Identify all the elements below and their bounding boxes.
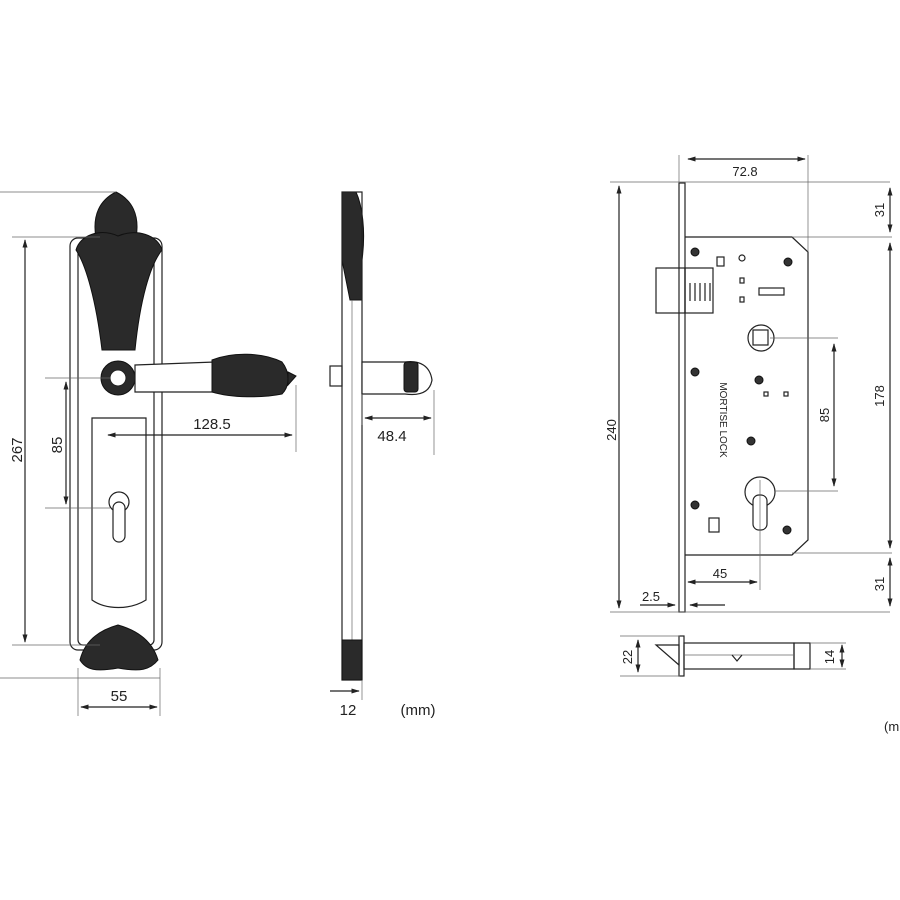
dim-bottom-offset-label: 31	[872, 577, 887, 591]
unit-label: (mm)	[401, 702, 436, 719]
side-lever	[361, 361, 433, 396]
dim-total-height-label: 240	[604, 419, 619, 441]
dim-projection-label: 48.4	[377, 428, 406, 445]
latch-side-view: 22 14	[620, 635, 846, 677]
dim-width-label: 55	[111, 688, 128, 705]
engraved-text: MORTISE LOCK	[717, 382, 728, 458]
dim-thickness-label: 12	[340, 702, 357, 719]
latch-bolt	[655, 267, 686, 314]
lock-case	[685, 236, 809, 556]
faceplate	[678, 182, 686, 613]
dim-top-offset-label: 31	[872, 203, 887, 217]
dim-height-label: 267	[9, 437, 26, 462]
screw-icons	[690, 247, 793, 535]
dim-spindle-key-label: 85	[49, 437, 66, 454]
dim-backset-label: 45	[713, 566, 727, 581]
lever-grip	[211, 353, 289, 398]
ornament-top	[75, 232, 163, 351]
dim-lever-length-label: 128.5	[193, 416, 231, 433]
dim-case-height-label: 178	[872, 385, 887, 407]
top-finial	[94, 191, 138, 239]
escutcheon-panel	[91, 417, 147, 609]
dim-latch-height-label: 14	[822, 650, 837, 664]
handle-side-view: 48.4 12 (mm)	[329, 191, 436, 719]
dim-spindle-cylinder-label: 85	[817, 408, 832, 422]
unit-label-cut: (m	[884, 719, 899, 734]
keyhole-icon	[108, 491, 130, 543]
ornament-bottom	[79, 624, 159, 671]
mortise-lock-body: MORTISE LOCK 72.8 240 31 178 31 85 45 2.…	[604, 155, 893, 613]
dim-case-depth-label: 72.8	[732, 164, 757, 179]
handle-front-view: 267 85 128.5 55	[0, 191, 297, 716]
dim-faceplate-label: 2.5	[642, 589, 660, 604]
dim-latch-width-label: 22	[620, 650, 635, 664]
